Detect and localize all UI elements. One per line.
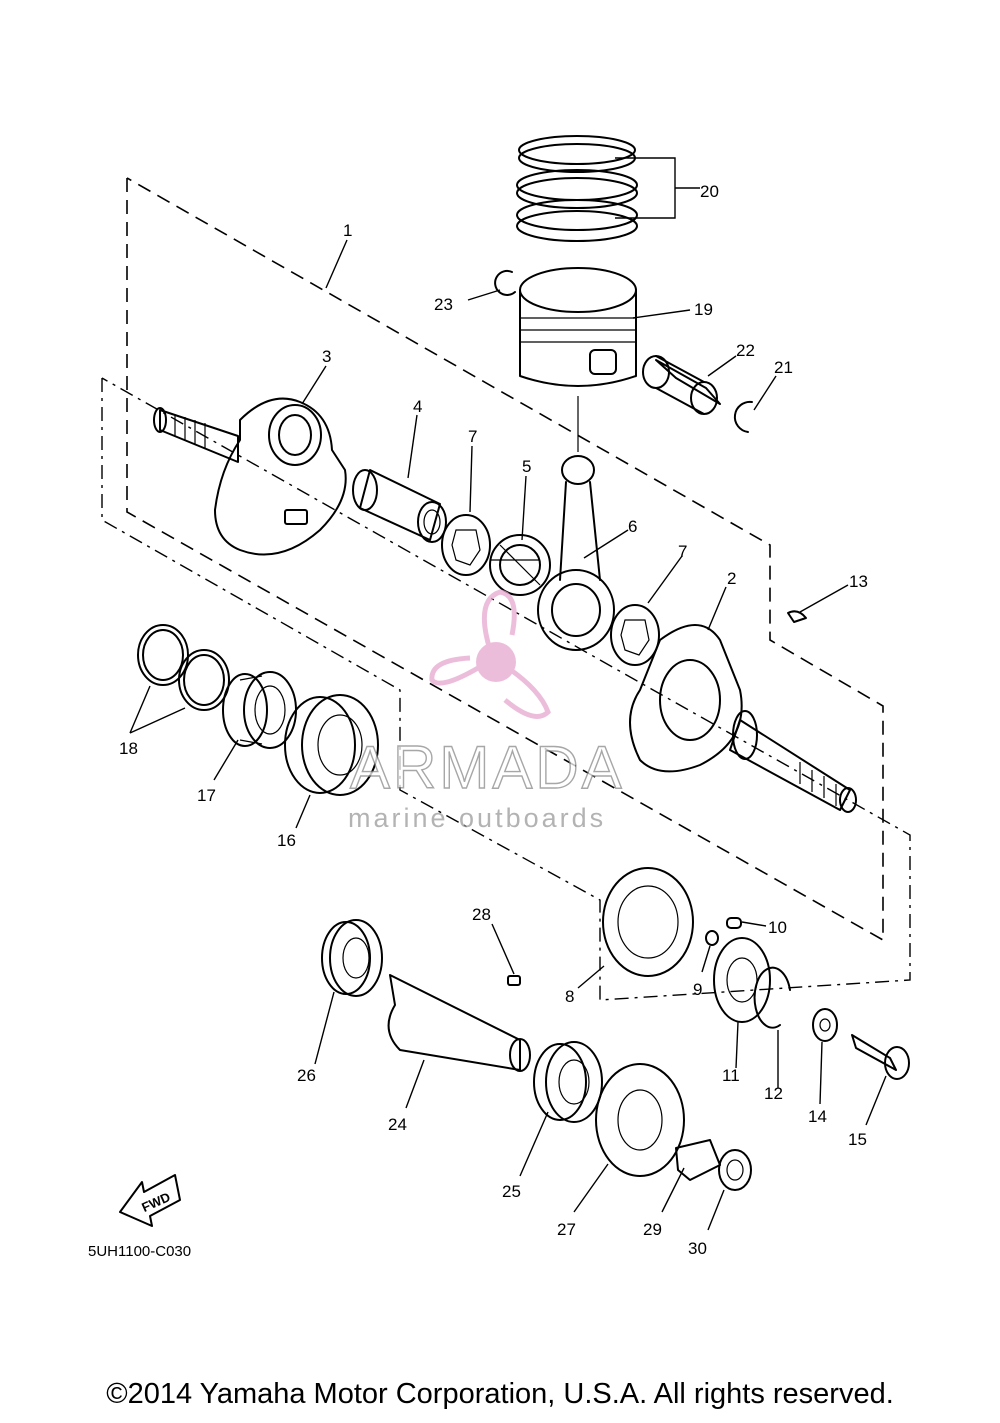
piston <box>519 267 637 452</box>
callout-15: 15 <box>848 1130 867 1149</box>
watermark-tagline: marine outboards <box>348 803 606 833</box>
crank-web-left <box>153 397 347 556</box>
callout-4: 4 <box>413 397 422 416</box>
callout-24: 24 <box>388 1115 407 1134</box>
callout-20: 20 <box>700 182 719 201</box>
drive-gear-assembly <box>602 867 910 1080</box>
armada-watermark: ARMADA marine outboards <box>348 589 625 833</box>
callout-6: 6 <box>628 517 637 536</box>
callout-2: 2 <box>727 569 736 588</box>
callout-22: 22 <box>736 341 755 360</box>
needle-bearing <box>489 534 551 596</box>
callout-8: 8 <box>565 987 574 1006</box>
thrust-washers <box>441 514 660 666</box>
left-bearings-and-seals <box>137 624 379 796</box>
watermark-brand: ARMADA <box>350 734 625 801</box>
connecting-rod <box>537 455 615 651</box>
fwd-label: FWD <box>139 1189 172 1215</box>
copyright-notice: ©2014 Yamaha Motor Corporation, U.S.A. A… <box>106 1378 894 1410</box>
propeller-logo-icon <box>429 589 551 719</box>
fwd-arrow: FWD <box>119 1174 181 1227</box>
callout-7b: 7 <box>678 542 687 561</box>
woodruff-key <box>787 610 807 623</box>
callout-1: 1 <box>343 221 352 240</box>
leader-lines <box>129 157 887 1231</box>
callout-23: 23 <box>434 295 453 314</box>
callout-7a: 7 <box>468 427 477 446</box>
callout-25: 25 <box>502 1182 521 1201</box>
callout-17: 17 <box>197 786 216 805</box>
assembly-boundary-lines <box>101 177 911 1001</box>
callout-13: 13 <box>849 572 868 591</box>
piston-pin-and-clips <box>494 269 753 433</box>
callout-29: 29 <box>643 1220 662 1239</box>
callout-5: 5 <box>522 457 531 476</box>
callout-27: 27 <box>557 1220 576 1239</box>
callout-16: 16 <box>277 831 296 850</box>
callout-26: 26 <box>297 1066 316 1085</box>
callout-18: 18 <box>119 739 138 758</box>
balancer-assembly <box>321 919 752 1191</box>
piston-rings <box>516 135 638 242</box>
crank-pin <box>352 469 447 543</box>
callout-12: 12 <box>764 1084 783 1103</box>
callout-9: 9 <box>693 980 702 999</box>
callout-3: 3 <box>322 347 331 366</box>
callout-11: 11 <box>722 1066 740 1085</box>
callout-10: 10 <box>768 918 787 937</box>
callout-numbers: 1 2 3 4 5 6 7 7 8 9 10 11 12 13 14 15 16… <box>119 182 868 1258</box>
callout-30: 30 <box>688 1239 707 1258</box>
callout-21: 21 <box>774 358 793 377</box>
diagram-code: 5UH1100-C030 <box>88 1243 191 1260</box>
callout-14: 14 <box>808 1107 827 1126</box>
callout-28: 28 <box>472 905 491 924</box>
callout-19: 19 <box>694 300 713 319</box>
crank-web-right <box>629 624 857 813</box>
